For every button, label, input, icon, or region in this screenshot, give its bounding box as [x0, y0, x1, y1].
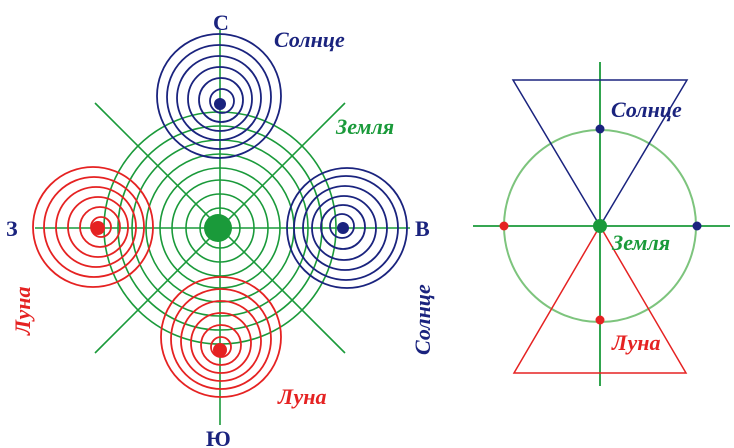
sun-top-spiral [157, 34, 281, 158]
left-diagram: С Ю З В Солнце Земля Луна Луна Солнце [6, 10, 435, 448]
label-sun-top: Солнце [274, 27, 345, 52]
sun-dot-orbit-right [693, 222, 702, 231]
moon-dot-orbit-bottom [596, 316, 605, 325]
label-moon-bottom: Луна [277, 384, 327, 409]
sun-dot-right [337, 222, 349, 234]
direction-west: З [6, 216, 18, 241]
earth-dot-left [204, 214, 232, 242]
label-earth-left: Земля [335, 114, 394, 139]
label-moon-left: Луна [10, 287, 35, 337]
sun-dot-orbit-top [596, 125, 605, 134]
direction-south: Ю [206, 426, 231, 448]
label-moon-right-diagram: Луна [611, 330, 661, 355]
label-sun-right: Солнце [410, 284, 435, 355]
moon-dot-orbit-left [500, 222, 509, 231]
direction-north: С [213, 10, 229, 35]
moon-dot-left [91, 221, 105, 235]
sun-dot-top [214, 98, 226, 110]
label-earth-right-diagram: Земля [611, 230, 670, 255]
earth-dot-right [593, 219, 607, 233]
direction-east: В [415, 216, 430, 241]
right-diagram: Солнце Земля Луна [473, 62, 730, 386]
label-sun-right-diagram: Солнце [611, 97, 682, 122]
moon-dot-bottom [213, 343, 227, 357]
